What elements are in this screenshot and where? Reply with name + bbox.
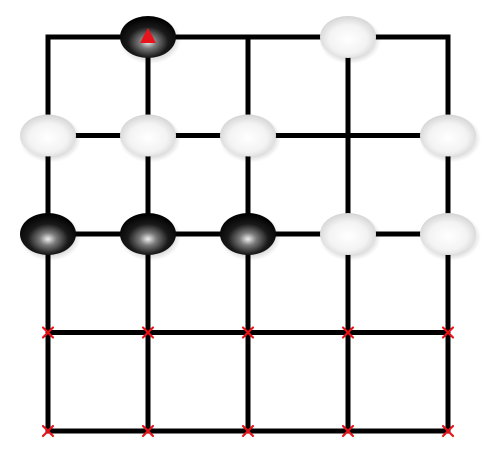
stone-body: [420, 114, 476, 157]
x-mark-stroke: [441, 326, 455, 339]
empty-point-markers: [41, 326, 455, 438]
stone-body: [220, 213, 276, 255]
x-mark-icon[interactable]: [41, 326, 55, 339]
x-mark-icon[interactable]: [141, 326, 155, 339]
white-stone[interactable]: [119, 114, 181, 163]
last-move-triangle-icon: [140, 28, 156, 43]
stone-body: [20, 213, 76, 255]
x-mark-icon[interactable]: [241, 326, 255, 339]
stone-body: [120, 213, 176, 255]
stone-body: [220, 114, 276, 157]
stone-body: [120, 114, 176, 157]
x-mark-stroke: [141, 326, 155, 339]
stone-body: [20, 114, 76, 157]
x-mark-icon[interactable]: [241, 424, 255, 438]
x-mark-icon[interactable]: [441, 424, 455, 438]
x-mark-icon[interactable]: [41, 424, 55, 438]
stone-body: [320, 16, 376, 58]
white-stone[interactable]: [319, 16, 381, 64]
black-stone[interactable]: [119, 213, 181, 261]
black-stone[interactable]: [19, 213, 81, 261]
stones: [19, 16, 481, 261]
white-stone[interactable]: [19, 114, 81, 163]
x-mark-stroke: [241, 326, 255, 339]
x-mark-stroke: [441, 424, 455, 438]
x-mark-icon[interactable]: [341, 326, 355, 339]
x-mark-stroke: [341, 424, 355, 438]
x-mark-stroke: [241, 424, 255, 438]
black-stone[interactable]: [219, 213, 281, 261]
x-mark-stroke: [41, 326, 55, 339]
stone-body: [320, 213, 376, 255]
x-mark-stroke: [41, 424, 55, 438]
white-stone[interactable]: [419, 114, 481, 163]
x-mark-icon[interactable]: [441, 326, 455, 339]
stone-body: [420, 213, 476, 255]
white-stone[interactable]: [319, 213, 381, 261]
x-mark-stroke: [341, 326, 355, 339]
x-mark-icon[interactable]: [141, 424, 155, 438]
white-stone[interactable]: [419, 213, 481, 261]
black-stone[interactable]: [119, 16, 181, 64]
white-stone[interactable]: [219, 114, 281, 163]
x-mark-icon[interactable]: [341, 424, 355, 438]
x-mark-stroke: [141, 424, 155, 438]
